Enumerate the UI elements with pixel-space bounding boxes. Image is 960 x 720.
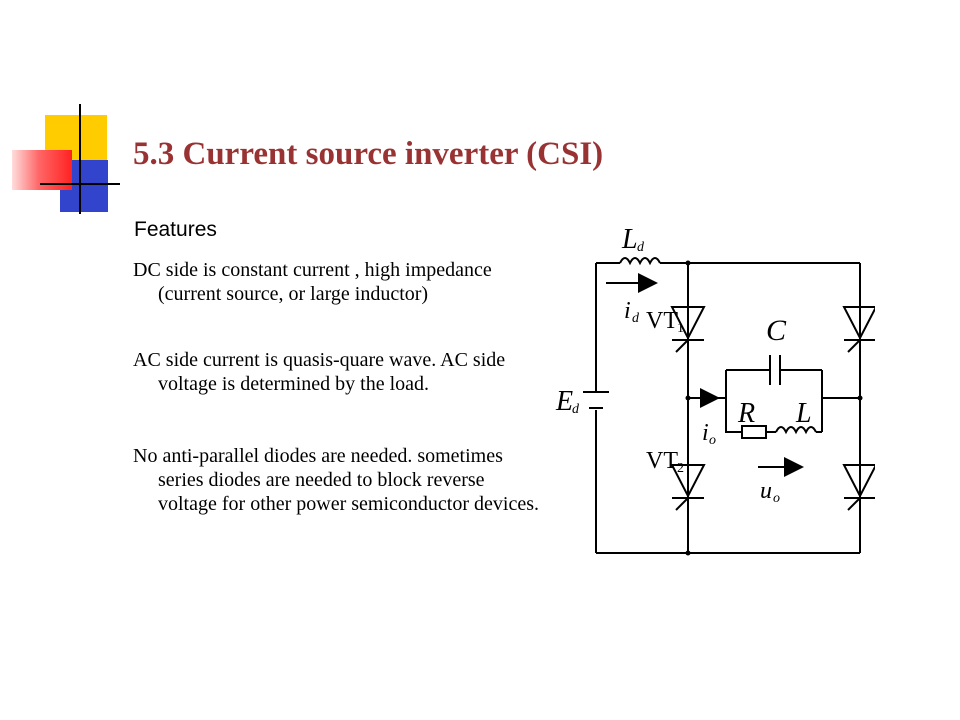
- slide-title: 5.3 Current source inverter (CSI): [133, 136, 604, 172]
- label-id-sub: d: [632, 311, 640, 326]
- label-l: L: [795, 398, 812, 429]
- thyristor-vt2: [670, 464, 706, 511]
- bullet-dc-side: DC side is constant current , high imped…: [133, 259, 492, 305]
- junction-bottom: [685, 550, 691, 556]
- label-vt2: VT: [646, 448, 678, 474]
- label-ld: L: [621, 224, 638, 255]
- label-vt2-sub: 2: [677, 461, 684, 476]
- inductor-l: [775, 426, 817, 435]
- label-ed: E: [555, 386, 573, 417]
- label-io: i: [702, 420, 709, 446]
- label-vt1-sub: 1: [677, 321, 684, 336]
- junction-mid-left: [685, 395, 691, 401]
- label-vt1: VT: [646, 308, 678, 334]
- decor-horizontal-line-mask: [120, 182, 910, 186]
- inductor-ld: [619, 257, 661, 266]
- thyristor-vt1: [670, 306, 706, 353]
- decor-vertical-line: [79, 104, 81, 214]
- thyristor-vt4: [842, 464, 875, 511]
- junction-top: [685, 260, 691, 266]
- label-ld-sub: d: [637, 240, 645, 255]
- wire-load-left: [725, 370, 742, 433]
- junction-mid-right: [857, 395, 863, 401]
- csi-circuit-diagram: L d i d VT 1 C VT 3 E d R L i o VT 2 VT …: [555, 224, 875, 556]
- label-io-sub: o: [709, 433, 716, 448]
- label-r: R: [737, 398, 755, 429]
- bullet-diodes: No anti-parallel diodes are needed. some…: [133, 445, 539, 515]
- label-c: C: [766, 314, 787, 347]
- features-heading: Features: [134, 218, 217, 241]
- label-uo-sub: o: [773, 491, 780, 506]
- bullet-ac-side: AC side current is quasis-quare wave. AC…: [133, 349, 506, 395]
- label-uo: u: [760, 478, 772, 504]
- label-id: i: [624, 298, 631, 324]
- label-ed-sub: d: [572, 402, 580, 417]
- thyristor-vt3: [842, 306, 875, 353]
